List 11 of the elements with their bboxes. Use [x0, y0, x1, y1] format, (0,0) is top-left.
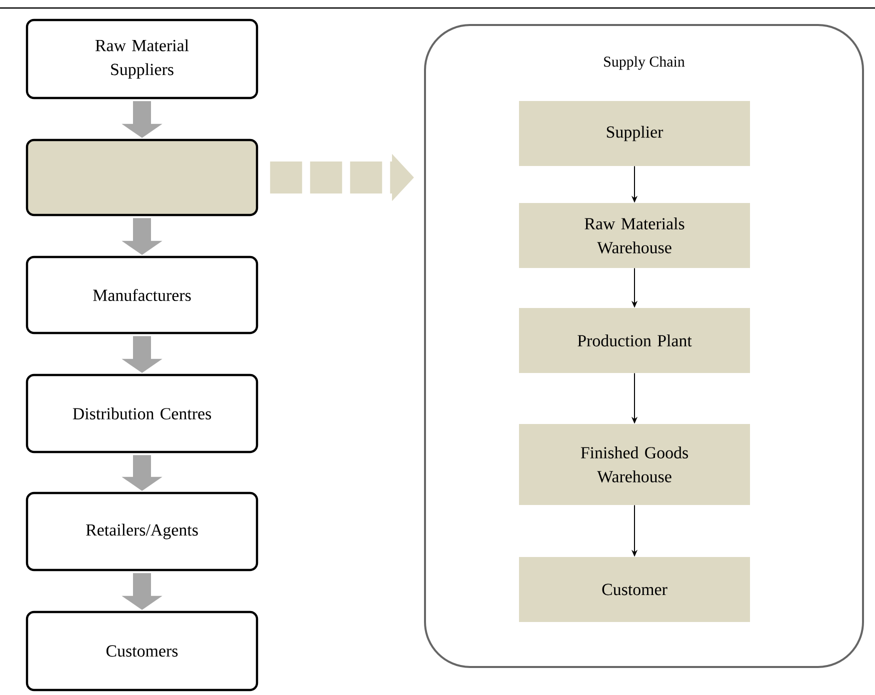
- process-box: Raw Material Suppliers: [26, 18, 258, 100]
- process-box: Finished Goods Warehouse: [519, 424, 750, 505]
- process-box: Raw Materials Warehouse: [519, 203, 750, 268]
- process-box: Manufacturers: [26, 256, 258, 334]
- highlighted-box: [26, 138, 258, 216]
- process-box: Retailers/Agents: [26, 492, 258, 572]
- process-box: Customers: [26, 610, 258, 692]
- process-box: Distribution Centres: [26, 374, 258, 454]
- process-box: Supplier: [519, 101, 750, 166]
- process-box: Production Plant: [519, 308, 750, 373]
- process-box: Customer: [519, 557, 750, 622]
